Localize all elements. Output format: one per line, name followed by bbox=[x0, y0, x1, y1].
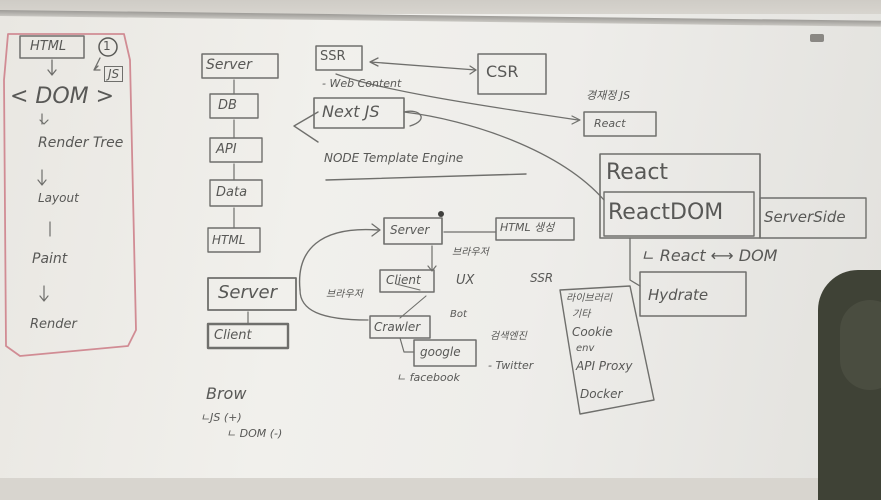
facebook-label: ㄴ facebook bbox=[396, 371, 460, 384]
presenter-arm bbox=[840, 300, 881, 390]
google-korean-label: 검색엔진 bbox=[490, 331, 527, 342]
brow-label: Brow bbox=[206, 384, 247, 403]
middle-client-label: Client bbox=[386, 273, 421, 287]
google-label: google bbox=[420, 345, 461, 359]
render-tree-label: Render Tree bbox=[38, 135, 124, 151]
list-item: Cookie bbox=[572, 325, 613, 339]
data-label: Data bbox=[216, 185, 248, 200]
react-small-label: React bbox=[594, 117, 626, 130]
nextjs-label: Next JS bbox=[322, 102, 380, 121]
marker-strokes bbox=[3, 33, 867, 415]
db-label: DB bbox=[218, 98, 237, 113]
react-label: React bbox=[606, 160, 669, 185]
bot-label: Bot bbox=[450, 309, 467, 320]
stack-server-label: Server bbox=[206, 57, 252, 73]
whiteboard-clip bbox=[810, 34, 824, 42]
react-dom-label: ReactDOM bbox=[608, 200, 724, 225]
list-item: API Proxy bbox=[576, 359, 633, 373]
html-label: HTML bbox=[30, 39, 67, 54]
browser-korean-top: 브라우저 bbox=[452, 247, 489, 258]
browser-korean-left: 브라우저 bbox=[326, 289, 363, 300]
js-plus-label: ㄴJS (+) bbox=[200, 411, 242, 424]
middle-server-label: Server bbox=[390, 223, 430, 237]
csr-label: CSR bbox=[486, 62, 519, 81]
html-create-label: HTML 생성 bbox=[500, 221, 555, 234]
web-content-label: - Web Content bbox=[322, 77, 402, 90]
ssr2-label: SSR bbox=[530, 271, 554, 285]
server-side-label: ServerSide bbox=[764, 208, 846, 226]
korean-js-label: 경재정 JS bbox=[586, 89, 631, 102]
list-item: 기타 bbox=[572, 309, 591, 320]
dom-minus-label: ㄴ DOM (-) bbox=[226, 427, 283, 440]
server-label-large: Server bbox=[218, 282, 278, 303]
api-label: API bbox=[216, 142, 237, 157]
paint-label: Paint bbox=[32, 251, 68, 267]
ux-label: UX bbox=[456, 273, 475, 288]
node-template-label: NODE Template Engine bbox=[324, 151, 464, 165]
dom-label: < DOM > bbox=[10, 84, 115, 109]
list-item: Docker bbox=[580, 387, 623, 401]
hydrate-label: Hydrate bbox=[648, 286, 709, 304]
render-label: Render bbox=[30, 317, 77, 332]
list-item: 라이브러리 bbox=[566, 293, 612, 304]
ssr-label: SSR bbox=[320, 49, 346, 64]
layout-label: Layout bbox=[38, 191, 79, 205]
step-number: 1 bbox=[103, 39, 111, 53]
crawler-label: Crawler bbox=[374, 320, 421, 334]
stack-html-label: HTML bbox=[212, 233, 246, 247]
react-dom-line-label: ㄴ React ⟷ DOM bbox=[640, 246, 778, 265]
list-item: env bbox=[576, 343, 595, 354]
twitter-label: - Twitter bbox=[488, 359, 534, 372]
whiteboard bbox=[0, 14, 881, 478]
js-label: JS bbox=[104, 66, 124, 82]
client-label: Client bbox=[214, 328, 252, 343]
